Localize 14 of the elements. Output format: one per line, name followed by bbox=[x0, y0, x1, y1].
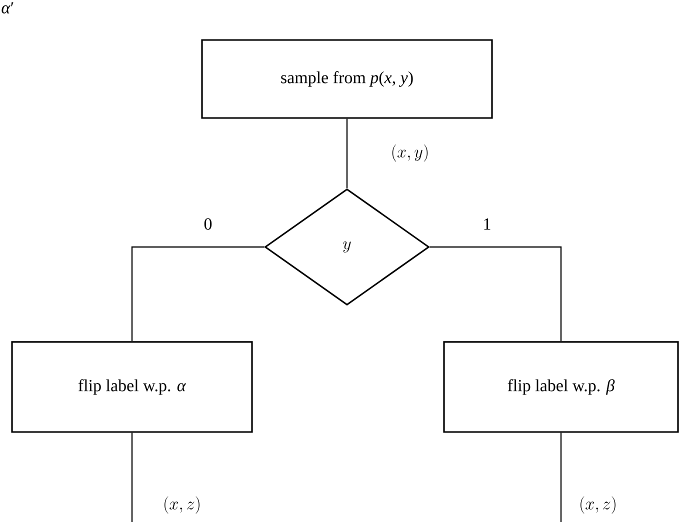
edge-label: 0 bbox=[202, 217, 214, 231]
edge-label: 1 bbox=[482, 217, 492, 231]
connector-line bbox=[131, 246, 264, 342]
connector-line bbox=[430, 246, 562, 342]
connector-line bbox=[346, 118, 348, 188]
connector-line bbox=[560, 432, 562, 522]
edge-label: $(x,z)$ bbox=[162, 495, 202, 515]
symbol-label: α′ bbox=[2, 2, 14, 14]
edge-label: $(x,z)$ bbox=[578, 495, 618, 515]
connector-line bbox=[131, 432, 133, 522]
edge-label: $(x,y)$ bbox=[390, 143, 430, 163]
process-box: sample from p(x, y) bbox=[201, 39, 493, 119]
process-box: flip label w.p. β bbox=[443, 341, 679, 433]
process-box: flip label w.p. α bbox=[11, 341, 253, 433]
